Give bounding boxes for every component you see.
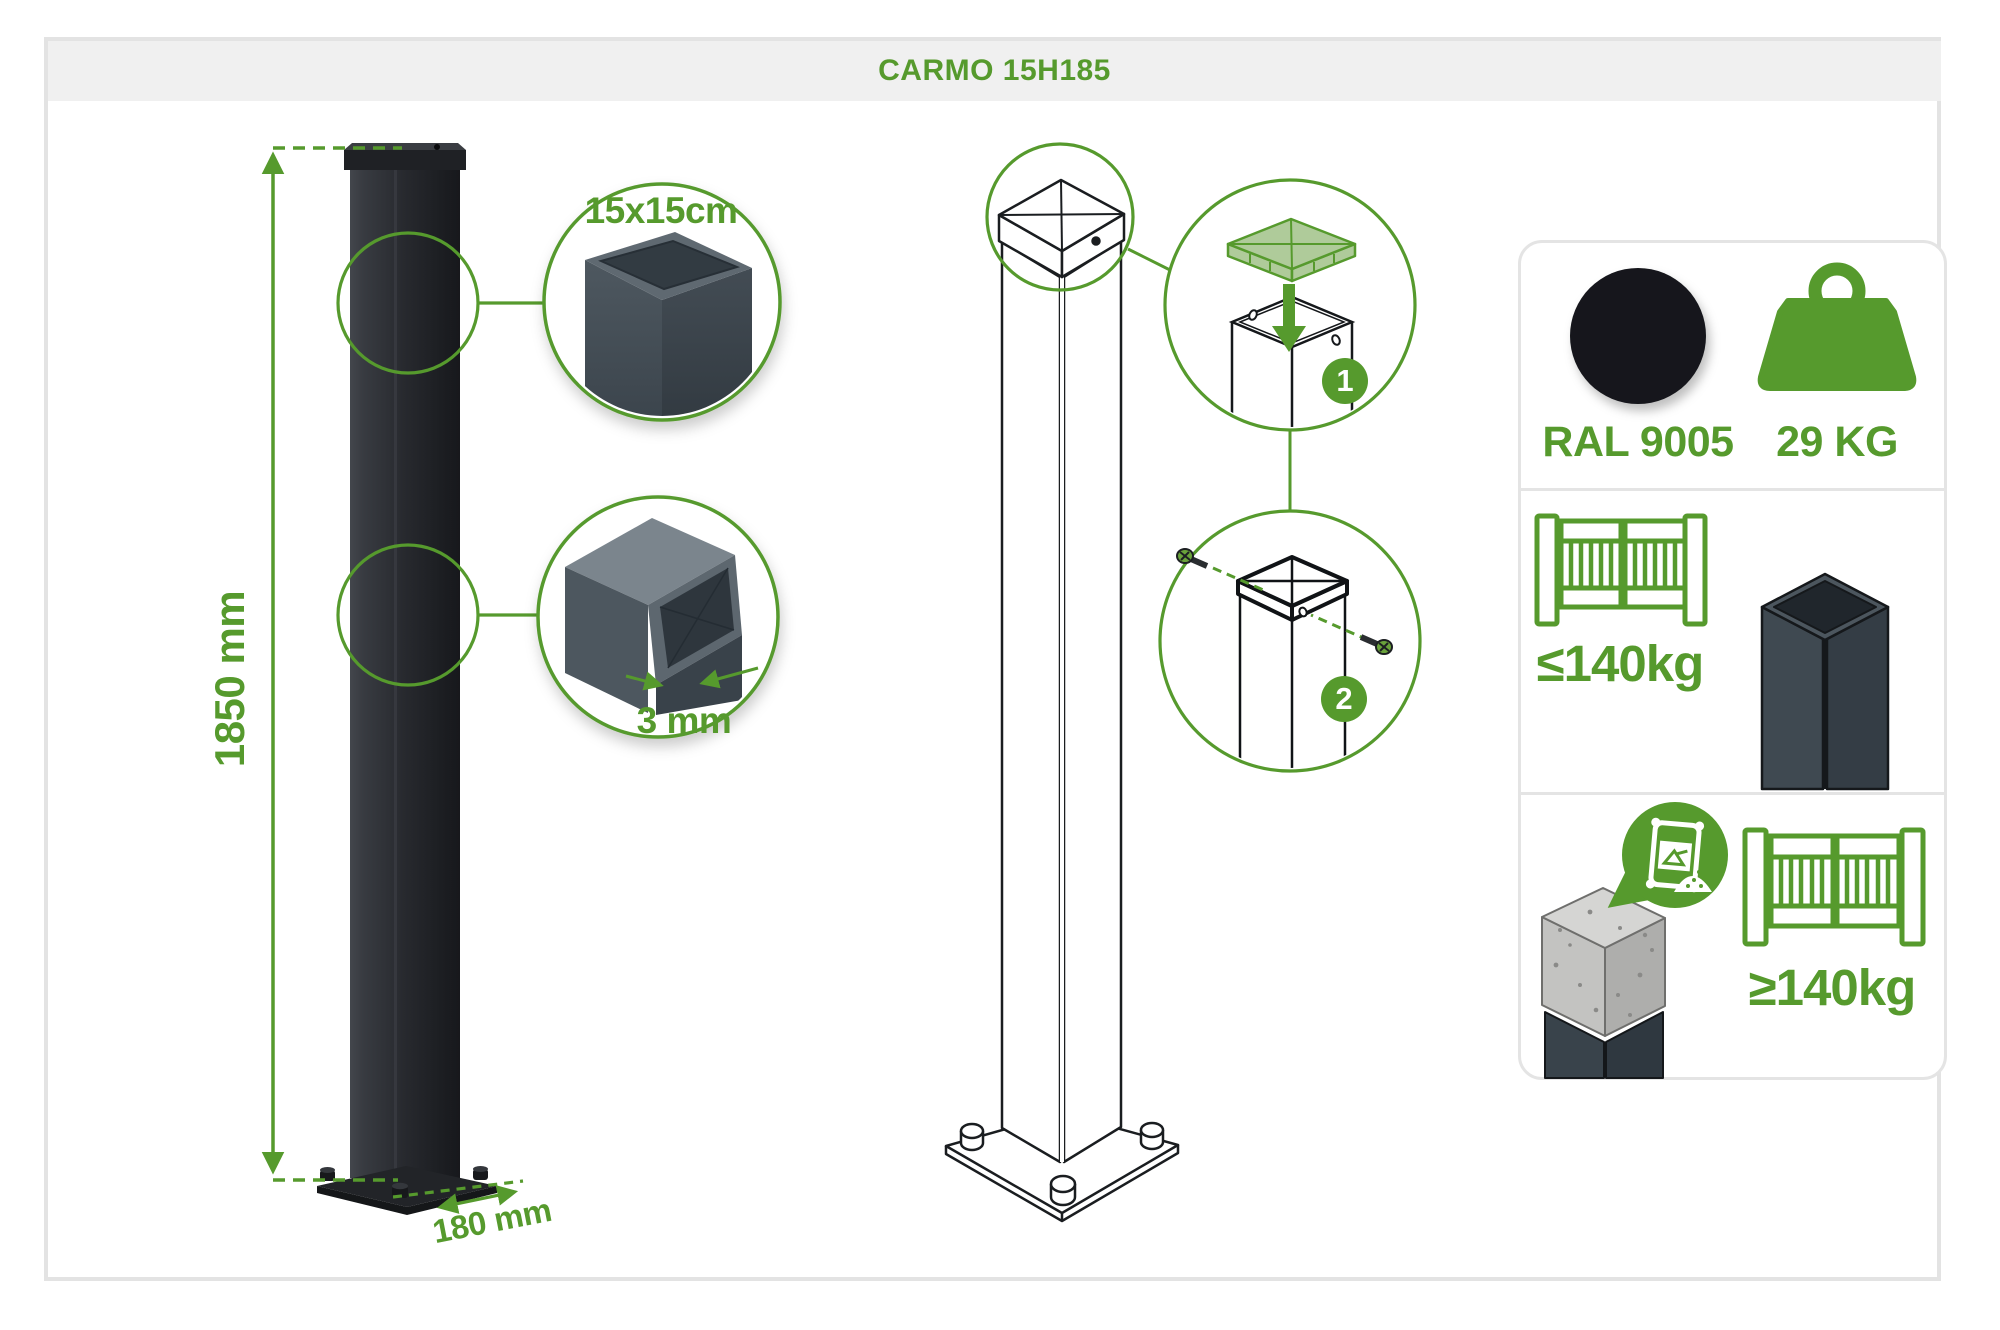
capped-post-wireframe xyxy=(1236,555,1349,768)
step-2-badge: 2 xyxy=(1321,676,1367,722)
down-arrow-icon xyxy=(1272,284,1306,352)
concrete-fill-icon xyxy=(1607,802,1728,908)
green-cap-icon xyxy=(1226,217,1357,283)
post-photo xyxy=(317,143,497,1215)
cement-bag-icon xyxy=(1645,817,1712,893)
gate-icon-min xyxy=(1742,827,1926,947)
cap-profile-bubble xyxy=(542,182,782,422)
bolt-icon xyxy=(959,1122,985,1152)
post-icon xyxy=(1760,572,1890,791)
bolt-icon xyxy=(1139,1121,1165,1151)
assembly-step1-circle xyxy=(1163,178,1417,432)
page-title: CARMO 15H185 xyxy=(878,54,1111,87)
height-dimension-arrow xyxy=(261,146,402,1182)
bolt-icon xyxy=(1049,1174,1077,1207)
concrete-speckles xyxy=(1553,909,1654,1017)
wall-thickness-bubble xyxy=(536,495,780,739)
ral-color-label: RAL 9005 xyxy=(1542,418,1734,466)
weight-label: 29 KG xyxy=(1776,418,1898,466)
screw-icon xyxy=(1176,548,1209,569)
weight-icon xyxy=(1757,262,1917,391)
gate-weight-max-label: ≤140kg xyxy=(1536,635,1705,692)
post-cap-wireframe xyxy=(997,178,1126,279)
assembly-step2-circle xyxy=(1158,509,1422,773)
gate-weight-min-label: ≥140kg xyxy=(1748,959,1917,1016)
color-swatch-ral9005 xyxy=(1570,268,1706,404)
header-bar: CARMO 15H185 xyxy=(48,41,1941,101)
base-dimension-arrow xyxy=(392,1179,524,1214)
gate-icon-max xyxy=(1534,513,1708,627)
cap-zoom-circle xyxy=(985,142,1135,292)
profile-dimension-label: 15x15cm xyxy=(584,190,738,231)
post-wireframe xyxy=(944,178,1180,1223)
detail-callout-circles xyxy=(336,231,545,687)
screw-icon xyxy=(1359,634,1393,655)
height-dimension-label: 1850 mm xyxy=(206,590,253,768)
connector-line xyxy=(1127,247,1171,272)
wall-thickness-label: 3 mm xyxy=(636,700,732,741)
concrete-post-icon xyxy=(1541,887,1666,1079)
card-divider xyxy=(1521,488,1944,491)
card-divider xyxy=(1521,792,1944,795)
step-1-badge: 1 xyxy=(1322,358,1368,404)
